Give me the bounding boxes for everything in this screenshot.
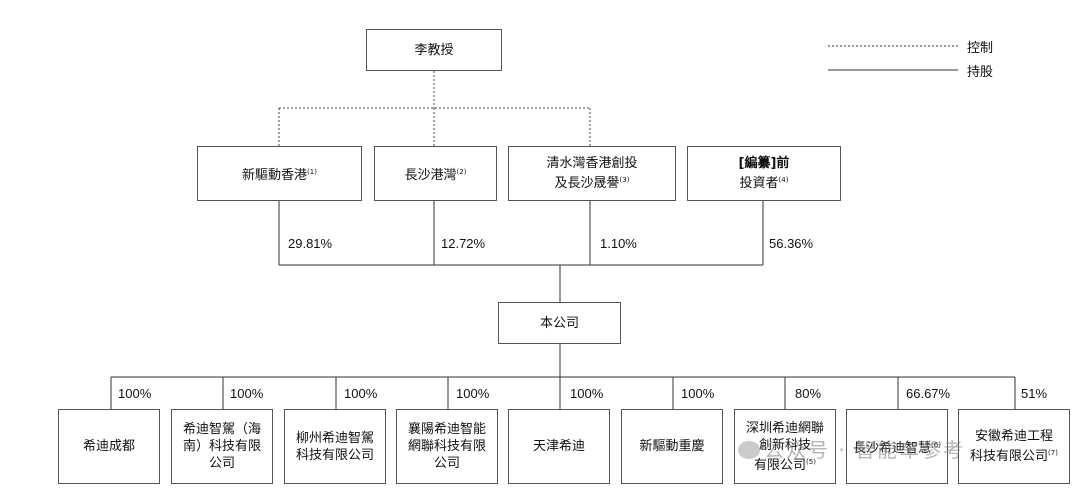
subsidiary-percentage: 100% xyxy=(118,386,152,401)
node-label: 襄陽希迪智能 xyxy=(407,422,486,437)
shareholder-node: 清水灣香港創投 及長沙晟譽(3) xyxy=(508,146,676,201)
subsidiary-node: 希迪智駕（海 南）科技有限 公司 xyxy=(171,409,273,484)
node-label: 長沙港灣(2) xyxy=(404,167,467,183)
legend-holding-label: 持股 xyxy=(967,65,994,80)
node-label: 及長沙晟譽(3) xyxy=(554,176,630,191)
subsidiary-percentage: 100% xyxy=(570,386,604,401)
subsidiary-percentage: 100% xyxy=(456,386,490,401)
subsidiary-node: 襄陽希迪智能 網聯科技有限 公司 xyxy=(396,409,498,484)
holding-percentage: 29.81% xyxy=(288,236,333,251)
node-label: 創新科技 xyxy=(758,437,811,453)
node-label: 投資者(4) xyxy=(739,176,789,191)
node-label: [編纂]前 xyxy=(738,156,790,171)
node-label: 柳州希迪智駕 xyxy=(295,430,374,446)
shareholder-holding-lines xyxy=(278,201,764,302)
node-label: 李教授 xyxy=(414,42,454,58)
subsidiary-node: 長沙希迪智慧(6) xyxy=(846,409,948,484)
company-node: 本公司 xyxy=(498,302,621,344)
node-label: 深圳希迪網聯 xyxy=(745,420,824,436)
subsidiary-percentage: 66.67% xyxy=(906,386,951,401)
shareholder-node: 新驅動香港(1) xyxy=(197,146,362,201)
node-label: 希迪智駕（海 xyxy=(182,422,261,437)
node-label: 希迪成都 xyxy=(82,439,135,454)
subsidiary-node: 新驅動重慶 xyxy=(621,409,723,484)
holding-percentage: 56.36% xyxy=(769,236,814,251)
holding-percentage: 1.10% xyxy=(600,236,637,251)
legend-control-label: 控制 xyxy=(967,41,994,56)
subsidiary-node: 天津希迪 xyxy=(508,409,610,484)
subsidiary-node: 安徽希迪工程 科技有限公司(7) xyxy=(958,409,1070,484)
node-label: 安徽希迪工程 xyxy=(974,429,1053,444)
node-label: 公司 xyxy=(433,456,460,471)
shareholder-node: [編纂]前 投資者(4) xyxy=(687,146,841,201)
node-label: 網聯科技有限 xyxy=(407,439,486,454)
control-lines xyxy=(278,71,591,146)
node-label: 科技有限公司(7) xyxy=(970,449,1058,464)
node-label: 南）科技有限 xyxy=(182,439,261,454)
node-label: 公司 xyxy=(208,456,235,471)
subsidiary-percentage: 51% xyxy=(1021,386,1048,401)
subsidiary-node: 深圳希迪網聯 創新科技 有限公司(5) xyxy=(734,409,836,484)
professor-li-node: 李教授 xyxy=(366,29,502,71)
node-label: 清水灣香港創投 xyxy=(546,156,638,171)
subsidiary-percentage: 100% xyxy=(681,386,715,401)
watermark-text: 公众号 · 智能车参考 xyxy=(764,438,966,462)
subsidiary-node: 希迪成都 xyxy=(58,409,160,484)
node-label: 新驅動香港(1) xyxy=(242,167,317,183)
node-label: 有限公司(5) xyxy=(754,457,816,473)
subsidiary-percentage: 100% xyxy=(230,386,264,401)
node-label: 本公司 xyxy=(539,315,579,331)
subsidiary-percentage: 80% xyxy=(795,386,822,401)
subsidiary-percentage: 100% xyxy=(344,386,378,401)
subsidiary-node: 柳州希迪智駕 科技有限公司 xyxy=(284,409,386,484)
node-label: 長沙希迪智慧(6) xyxy=(853,440,941,456)
watermark: 公众号 · 智能车参考 xyxy=(738,434,965,463)
wechat-icon xyxy=(738,441,760,459)
node-label: 科技有限公司 xyxy=(295,447,374,463)
subsidiary-holding-lines xyxy=(110,344,1016,409)
node-label: 新驅動重慶 xyxy=(639,439,705,454)
node-label: 天津希迪 xyxy=(532,439,585,454)
holding-percentage: 12.72% xyxy=(441,236,486,251)
shareholder-node: 長沙港灣(2) xyxy=(374,146,497,201)
